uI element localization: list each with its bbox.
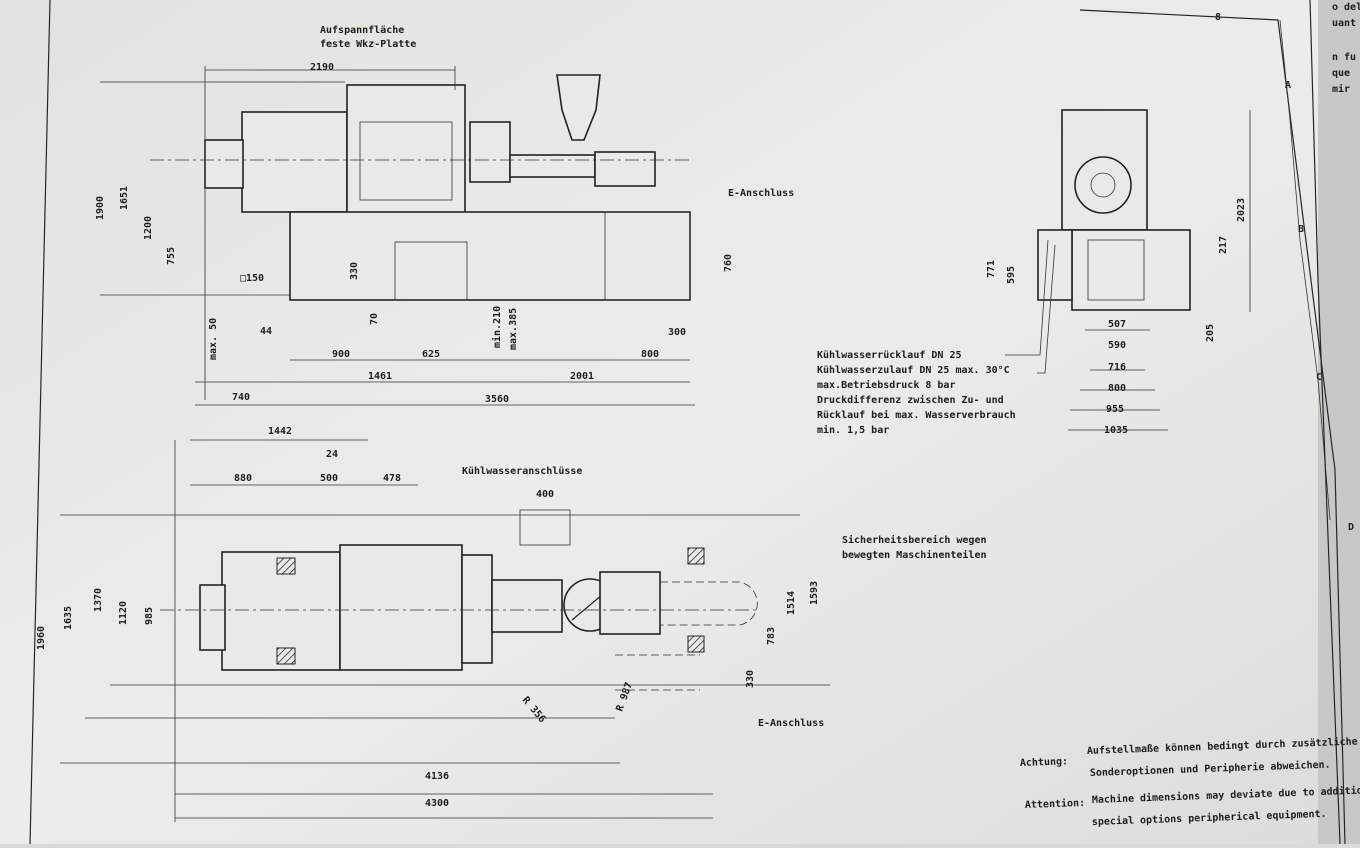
e-connection-label: E-Anschluss: [758, 718, 824, 729]
dimension-label: 771: [986, 260, 997, 278]
frame-row-label: B: [1298, 224, 1304, 235]
dimension-label: 3560: [485, 394, 509, 405]
dimension-label: 400: [536, 489, 554, 500]
dimension-label: 783: [766, 627, 777, 645]
plan-view-machine: [60, 439, 830, 822]
dimension-label: min.210: [491, 306, 503, 348]
dimension-label: 625: [422, 349, 440, 360]
dimension-label: 2190: [310, 62, 334, 73]
frame-column-label: 8: [1215, 12, 1221, 23]
dimension-label: 4300: [425, 798, 449, 809]
dimension-label: 4136: [425, 771, 449, 782]
background-page-text: uant: [1332, 18, 1356, 29]
dimension-label: 1370: [93, 588, 104, 612]
frame-row-label: C: [1316, 372, 1322, 383]
achtung-label: Achtung:: [1020, 756, 1069, 769]
cooling-water-note: Kühlwasserzulauf DN 25 max. 30°C: [817, 365, 1010, 376]
cooling-water-note: Kühlwasserrücklauf DN 25: [817, 350, 962, 361]
background-page-text: mir: [1332, 83, 1350, 95]
background-page-text: que: [1332, 68, 1350, 79]
dimension-label: 1593: [809, 581, 820, 605]
dimension-label: 1200: [143, 216, 154, 240]
dimension-label: 1514: [786, 591, 797, 615]
dimension-label: 1635: [63, 606, 74, 630]
mold-plate-label: Aufspannfläche: [320, 25, 404, 36]
safety-area-label: bewegten Maschinenteilen: [842, 549, 987, 561]
mold-plate-label: feste Wkz-Platte: [320, 39, 416, 50]
dimension-label: max.385: [508, 308, 519, 350]
cooling-water-note: Rücklauf bei max. Wasserverbrauch: [817, 409, 1016, 421]
dimension-label: 985: [144, 607, 155, 625]
dimension-label: 800: [1108, 383, 1126, 394]
dimension-label: 955: [1106, 404, 1124, 415]
dimension-label: 880: [234, 473, 252, 484]
dimension-label: 595: [1006, 266, 1017, 284]
side-view-machine: [100, 66, 695, 406]
dimension-label: 300: [668, 327, 686, 338]
front-view-machine: [1005, 109, 1251, 431]
dimension-label: 1960: [36, 626, 47, 650]
dimension-label: 800: [641, 349, 659, 360]
safety-area-label: Sicherheitsbereich wegen: [842, 534, 987, 546]
dimension-label: 760: [723, 254, 734, 272]
dimension-label: 24: [326, 449, 338, 460]
frame-row-label: A: [1285, 80, 1291, 91]
cooling-connections-label: Kühlwasseranschlüsse: [462, 466, 582, 477]
cooling-water-note: Druckdifferenz zwischen Zu- und: [817, 394, 1004, 406]
background-page-text: n fu: [1332, 52, 1356, 63]
frame-row-label: D: [1348, 522, 1354, 533]
dimension-label: 70: [369, 313, 380, 325]
dimension-label: 478: [383, 473, 401, 484]
dimension-label: 330: [349, 262, 360, 280]
sheet-frame: [29, 0, 1346, 845]
dimension-label: 1442: [268, 426, 292, 437]
dimension-label: □150: [240, 273, 264, 284]
dimension-label: 1461: [368, 371, 392, 382]
dimension-label: 2001: [570, 371, 594, 382]
dimension-label: 590: [1108, 340, 1126, 351]
cooling-water-note: min. 1,5 bar: [817, 424, 889, 436]
dimension-label: 1900: [95, 196, 106, 220]
attention-label: Attention:: [1025, 797, 1086, 811]
dimension-label: 330: [745, 670, 756, 688]
dimension-label: 44: [260, 326, 272, 337]
dimension-label: max. 50: [208, 318, 219, 360]
dimension-label: 900: [332, 349, 350, 360]
background-page-text: o dell: [1332, 2, 1360, 13]
dimension-label: 500: [320, 473, 338, 484]
dimension-label: 755: [166, 247, 177, 265]
cooling-water-note: max.Betriebsdruck 8 bar: [817, 379, 955, 391]
dimension-label: 1120: [118, 601, 129, 625]
dimension-label: 2023: [1236, 198, 1247, 222]
dimension-label: 507: [1108, 319, 1126, 330]
dimension-label: 740: [232, 392, 250, 403]
background-page: [1318, 0, 1360, 844]
dimension-label: 1035: [1104, 425, 1128, 436]
dimension-label: 205: [1205, 324, 1216, 342]
e-connection-label: E-Anschluss: [728, 188, 794, 199]
dimension-label: 1651: [119, 186, 130, 210]
dimension-label: 716: [1108, 362, 1126, 373]
dimension-label: 217: [1218, 236, 1229, 254]
